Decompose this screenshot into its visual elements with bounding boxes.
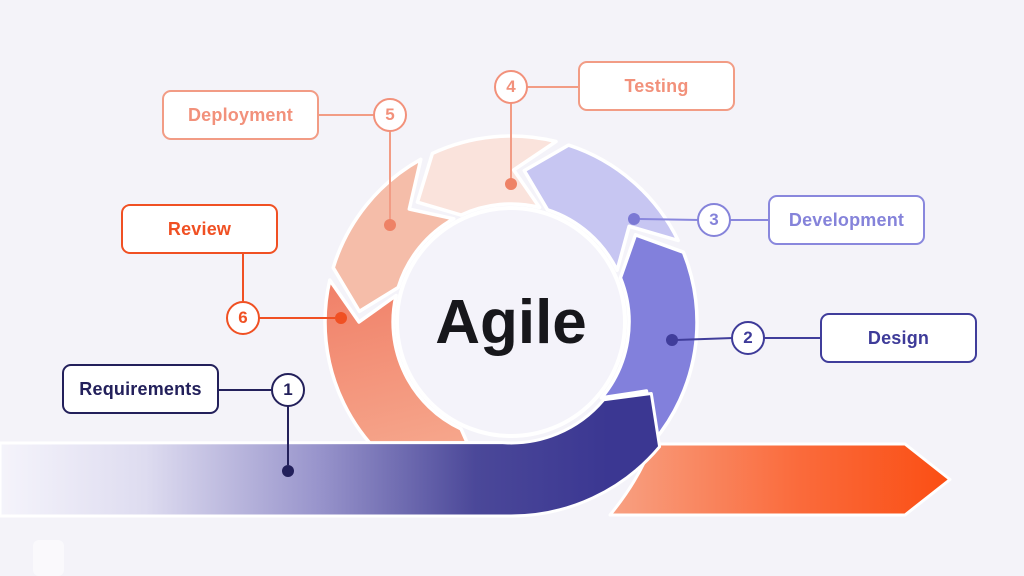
flow-arrow-orange <box>608 442 952 517</box>
stage-box-development: Development <box>768 195 925 245</box>
stage-number-4: 4 <box>494 70 528 104</box>
watermark-box <box>33 540 64 576</box>
stage-box-requirements: Requirements <box>62 364 219 414</box>
stage-box-review: Review <box>121 204 278 254</box>
ring-segment-testing <box>415 134 558 217</box>
number-4-text: 4 <box>506 77 516 96</box>
stage-label-deployment: Deployment <box>187 104 294 125</box>
stage-number-2: 2 <box>731 321 765 355</box>
flow-band-requirements <box>0 392 662 518</box>
connector-lines <box>218 86 820 465</box>
stage-label-development: Development <box>788 209 905 230</box>
ring-segment-development <box>522 143 680 273</box>
stage-label-review: Review <box>167 218 232 239</box>
stage-number-6: 6 <box>226 301 260 335</box>
stage-label-requirements: Requirements <box>79 378 202 399</box>
stage-box-testing: Testing <box>578 61 735 111</box>
center-disc <box>395 206 627 438</box>
ring-segment-deployment <box>331 157 456 314</box>
stage-box-design: Design <box>820 313 977 363</box>
number-5-text: 5 <box>385 105 395 124</box>
number-1-text: 1 <box>283 380 293 399</box>
number-3-text: 3 <box>709 210 719 229</box>
stage-label-design: Design <box>867 327 930 348</box>
number-2-text: 2 <box>743 328 753 347</box>
stage-box-deployment: Deployment <box>162 90 319 140</box>
number-6-text: 6 <box>238 308 248 327</box>
diagram-title: Agile <box>435 287 587 357</box>
stage-number-1: 1 <box>271 373 305 407</box>
stage-number-5: 5 <box>373 98 407 132</box>
anchor-dots <box>282 178 678 477</box>
stage-label-testing: Testing <box>624 75 689 96</box>
ring-segment-design <box>599 233 699 444</box>
stage-number-3: 3 <box>697 203 731 237</box>
